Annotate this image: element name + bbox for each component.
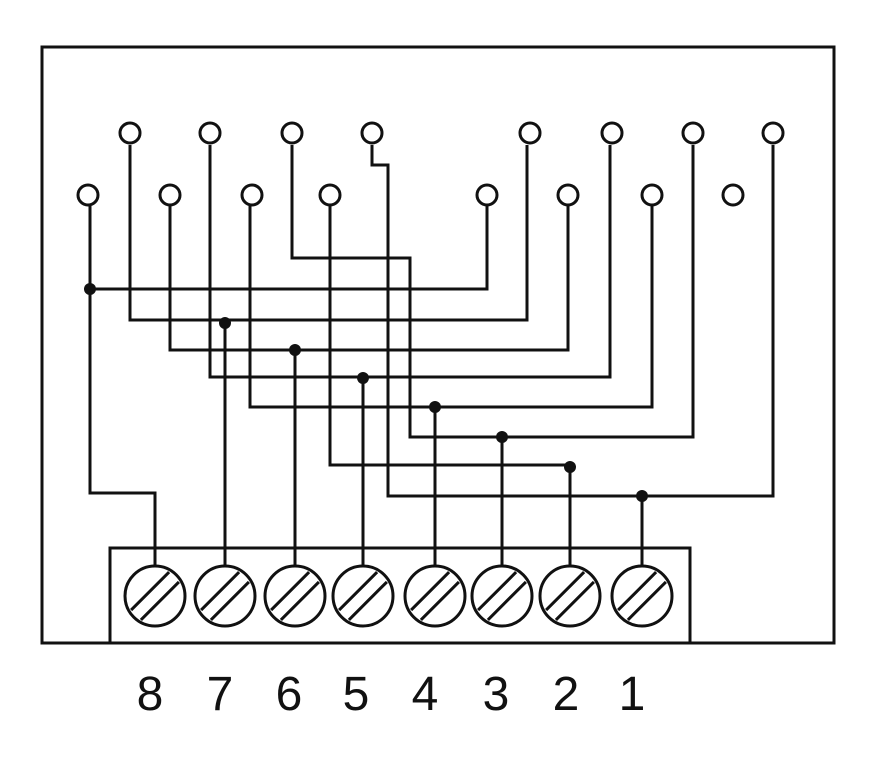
- junction-dot-icon: [636, 490, 648, 502]
- terminal-label-8: 8: [136, 668, 164, 721]
- screw-terminal-icon: [403, 564, 467, 628]
- bus-line-1: [90, 205, 489, 291]
- terminal-label-7: 7: [206, 668, 234, 721]
- pin-icon: [475, 183, 499, 207]
- pin-icon: [198, 121, 222, 145]
- terminal-label-3: 3: [482, 668, 510, 721]
- screw-terminal-icon: [610, 564, 674, 628]
- terminal-label-6: 6: [275, 668, 303, 721]
- pin-icon: [681, 121, 705, 145]
- screw-slot-icon: [209, 580, 250, 621]
- pin-icon: [318, 183, 342, 207]
- pin-icon: [118, 121, 142, 145]
- bus-line-8: [370, 145, 775, 498]
- screw-terminal-icon: [331, 564, 395, 628]
- screw-terminal-icon: [193, 564, 257, 628]
- screw-slot-icon: [338, 571, 379, 612]
- junction-dot-icon: [496, 431, 508, 443]
- terminal-label-5: 5: [342, 668, 370, 721]
- junction-dot-icon: [429, 401, 441, 413]
- pin-icon: [600, 121, 624, 145]
- screw-slot-icon: [139, 580, 180, 621]
- screw-terminals: [123, 564, 674, 628]
- pin-row-top: [118, 121, 785, 145]
- screw-slot-icon: [279, 580, 320, 621]
- screw-slot-icon: [617, 571, 658, 612]
- terminal-label-4: 4: [411, 668, 439, 721]
- screw-terminal-icon: [123, 564, 187, 628]
- terminal-labels: 8 7 6 5 4 3 2 1: [0, 665, 873, 735]
- terminal-label-2: 2: [552, 668, 580, 721]
- screw-slot-icon: [545, 571, 586, 612]
- pin-icon: [280, 121, 304, 145]
- pin-icon: [360, 121, 384, 145]
- pin-icon: [240, 183, 264, 207]
- screw-slot-icon: [270, 571, 311, 612]
- bus-line-3: [168, 205, 570, 352]
- screw-slot-icon: [477, 571, 518, 612]
- terminal-label-1: 1: [618, 668, 646, 721]
- pin-icon: [518, 121, 542, 145]
- wire-terminal-8: [88, 203, 157, 573]
- screw-slot-icon: [486, 580, 527, 621]
- screw-slot-icon: [130, 571, 171, 612]
- junction-dot-icon: [357, 372, 369, 384]
- bus-line-5: [248, 205, 654, 409]
- screw-slot-icon: [626, 580, 667, 621]
- pin-icon: [158, 183, 182, 207]
- screw-slot-icon: [554, 580, 595, 621]
- bus-line-6: [290, 145, 695, 439]
- screw-slot-icon: [410, 571, 451, 612]
- wires: [88, 145, 775, 573]
- pin-icon: [640, 183, 664, 207]
- screw-slot-icon: [347, 580, 388, 621]
- screw-terminal-icon: [263, 564, 327, 628]
- pin-row-bottom: [76, 183, 745, 207]
- pin-icon: [721, 183, 745, 207]
- junction-dot-icon: [219, 317, 231, 329]
- junction-dot-icon: [84, 283, 96, 295]
- screw-slot-icon: [419, 580, 460, 621]
- junction-dot-icon: [564, 461, 576, 473]
- screw-terminal-icon: [538, 564, 602, 628]
- screw-slot-icon: [200, 571, 241, 612]
- bus-line-7: [328, 205, 570, 467]
- pin-icon: [76, 183, 100, 207]
- junction-dot-icon: [289, 344, 301, 356]
- pin-icon: [761, 121, 785, 145]
- pin-icon: [556, 183, 580, 207]
- junctions: [84, 283, 648, 502]
- screw-terminal-icon: [470, 564, 534, 628]
